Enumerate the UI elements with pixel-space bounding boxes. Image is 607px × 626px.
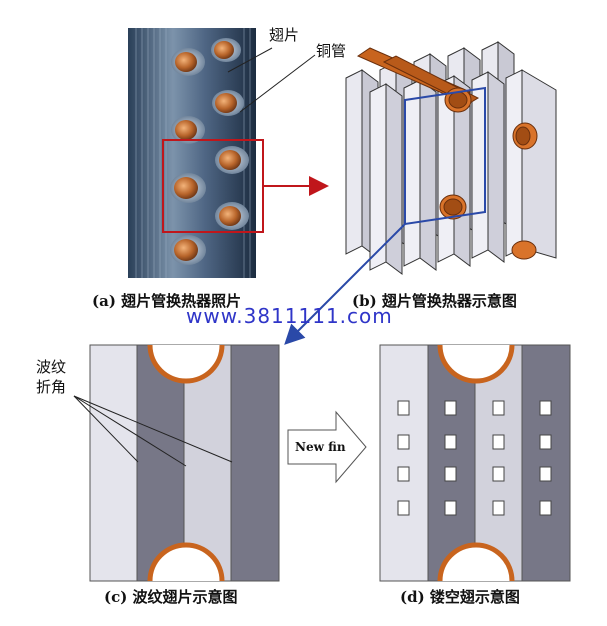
new-fin-label: New fin (295, 440, 346, 454)
corrugation-label-line2: 折角 (36, 378, 67, 396)
caption-b: (b) 翅片管换热器示意图 (352, 292, 517, 310)
corrugated-fin-diagram (89, 344, 280, 582)
heat-exchanger-schematic (345, 41, 557, 275)
photo-tube-column-left (170, 48, 206, 265)
hollow-fin-diagram (379, 344, 571, 582)
blue-arrow (284, 223, 406, 345)
caption-c: (c) 波纹翅片示意图 (104, 588, 238, 606)
photo-tube-column-right (211, 38, 249, 230)
new-fin-arrow (287, 410, 367, 484)
hollow-fin-slots (397, 400, 552, 516)
caption-a: (a) 翅片管换热器照片 (92, 292, 242, 310)
watermark: www.3811111.com (186, 304, 393, 328)
copper-tube-label: 铜管 (316, 42, 347, 60)
fin-label: 翅片 (269, 26, 300, 44)
corrugation-label-line1: 波纹 (36, 358, 67, 376)
photo-leader-lines (227, 47, 316, 113)
corrugation-leader-lines (73, 395, 233, 467)
heat-exchanger-photo (128, 28, 256, 278)
blue-highlight-box (404, 86, 486, 226)
caption-d: (d) 镂空翅示意图 (400, 588, 520, 606)
